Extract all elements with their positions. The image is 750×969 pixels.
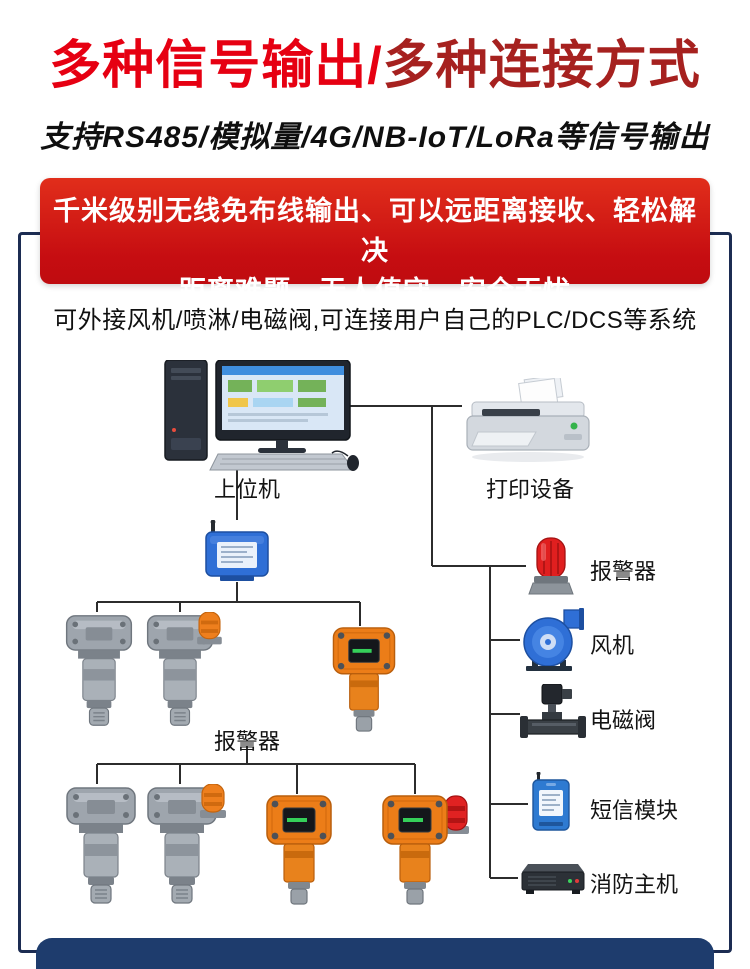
solenoid-valve-icon xyxy=(520,684,586,744)
diagram-frame xyxy=(18,232,732,953)
sms-module-icon xyxy=(528,772,574,836)
dtu-module-icon xyxy=(204,520,270,582)
right-item-label-firehost: 消防主机 xyxy=(590,872,679,897)
alarm-beacon-icon xyxy=(526,536,576,596)
diagram-note: 可外接风机/喷淋/电磁阀,可连接用户自己的PLC/DCS等系统 xyxy=(53,307,697,334)
feature-banner: 千米级别无线免布线输出、可以远距离接收、轻松解决 距离难题、无人值守、安全无忧 xyxy=(40,178,710,306)
host-computer-icon xyxy=(160,360,360,472)
detector-group-label: 报警器 xyxy=(213,729,280,754)
gas-detector-grey-icon xyxy=(57,612,141,730)
next-section-bar xyxy=(36,938,714,969)
right-item-label-valve: 电磁阀 xyxy=(590,708,657,733)
gas-detector-orange-icon xyxy=(255,794,343,906)
right-item-label-sms: 短信模块 xyxy=(590,798,679,823)
fire-alarm-host-icon xyxy=(518,858,588,898)
banner-line1: 千米级别无线免布线输出、可以远距离接收、轻松解决 xyxy=(53,196,697,266)
subtitle: 支持RS485/模拟量/4G/NB-IoT/LoRa等信号输出 xyxy=(40,121,710,154)
fan-icon xyxy=(520,608,586,672)
gas-detector-grey-beacon-icon xyxy=(138,784,226,908)
printer-icon xyxy=(462,378,594,464)
gas-detector-grey-beacon-icon xyxy=(138,612,222,730)
right-item-label-fan: 风机 xyxy=(590,633,635,658)
gas-detector-orange-icon xyxy=(322,626,406,733)
host-computer-label: 上位机 xyxy=(213,477,280,502)
right-item-label-alarm: 报警器 xyxy=(590,559,657,584)
banner-line2: 距离难题、无人值守、安全无忧 xyxy=(179,276,571,306)
page-title: 多种信号输出/多种连接方式 xyxy=(0,34,750,98)
gas-detector-grey-icon xyxy=(57,784,145,908)
gas-detector-orange-red-beacon-icon xyxy=(371,794,471,906)
title-part2: 多种连接方式 xyxy=(382,37,701,95)
printer-label: 打印设备 xyxy=(485,477,574,502)
title-part1: 多种信号输出/ xyxy=(49,37,383,95)
